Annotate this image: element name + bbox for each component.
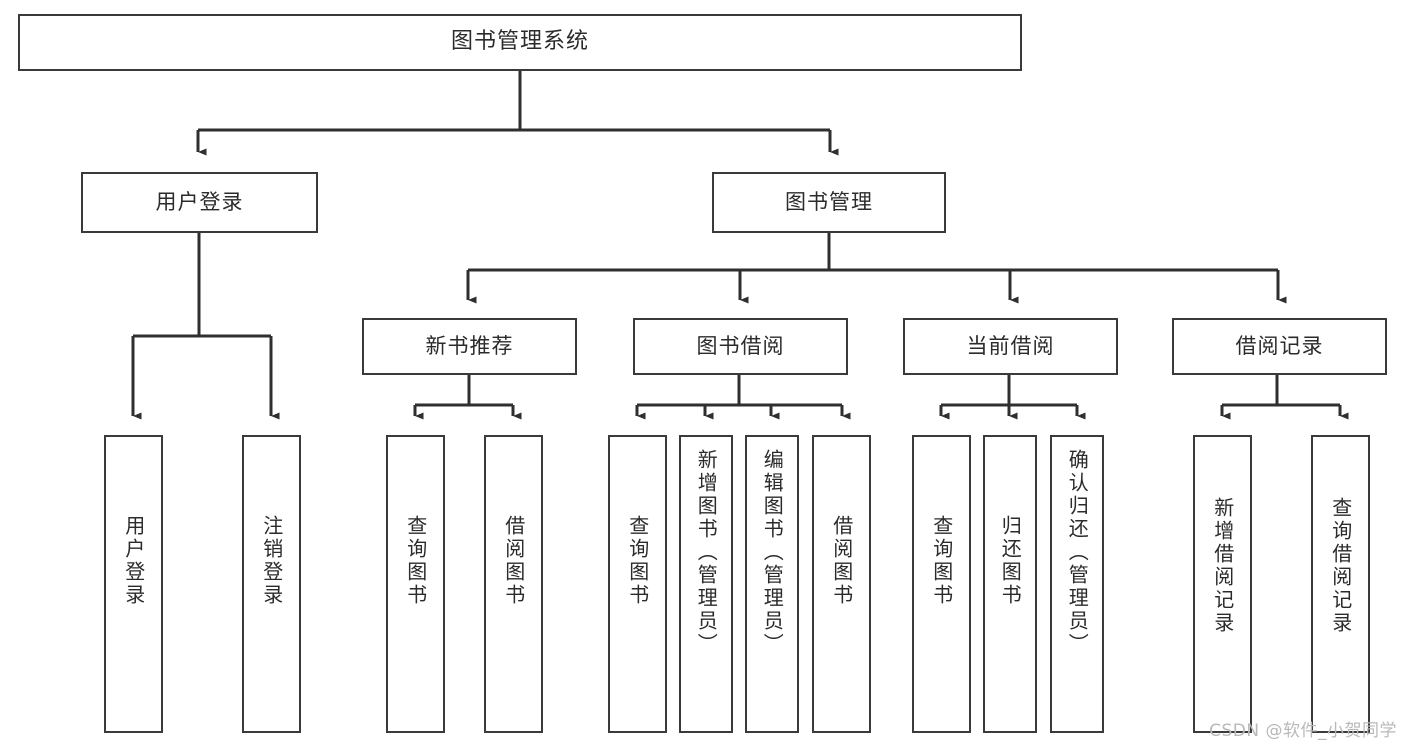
node-book-management[interactable]: 图书管理 [712,172,946,233]
node-label: 新书推荐 [425,333,514,358]
leaf-label: 借阅图书 [501,515,526,607]
node-book-borrowing[interactable]: 图书借阅 [633,318,848,375]
leaf-label: 编辑图书（管理员） [760,449,785,656]
node-label: 图书管理系统 [450,29,589,55]
node-label: 借阅记录 [1235,333,1324,358]
leaf-label: 新增图书（管理员） [694,449,719,656]
leaf-query-borrow-record[interactable]: 查询借阅记录 [1311,435,1370,733]
leaf-query-books-borrow[interactable]: 查询图书 [608,435,667,733]
leaf-label: 新增借阅记录 [1210,497,1235,635]
leaf-label: 查询借阅记录 [1328,497,1353,635]
node-label: 图书管理 [785,189,873,214]
leaf-query-books-recommend[interactable]: 查询图书 [386,435,445,733]
leaf-edit-book-admin[interactable]: 编辑图书（管理员） [745,435,799,733]
node-root-library-management-system[interactable]: 图书管理系统 [18,14,1022,71]
leaf-label: 查询图书 [929,515,954,607]
leaf-return-books[interactable]: 归还图书 [983,435,1037,733]
node-current-borrowing[interactable]: 当前借阅 [903,318,1118,375]
leaf-query-books-current[interactable]: 查询图书 [912,435,971,733]
leaf-label: 用户登录 [121,515,146,607]
leaf-logout[interactable]: 注销登录 [242,435,301,733]
node-new-book-recommendation[interactable]: 新书推荐 [362,318,577,375]
node-label: 当前借阅 [966,333,1055,358]
leaf-add-borrow-record[interactable]: 新增借阅记录 [1193,435,1252,733]
node-borrowing-records[interactable]: 借阅记录 [1172,318,1387,375]
leaf-label: 查询图书 [625,515,650,607]
leaf-label: 借阅图书 [829,515,854,607]
leaf-label: 查询图书 [403,515,428,607]
leaf-borrow-books[interactable]: 借阅图书 [812,435,871,733]
leaf-confirm-return-admin[interactable]: 确认归还（管理员） [1050,435,1104,733]
leaf-label: 注销登录 [259,515,284,607]
leaf-label: 归还图书 [998,515,1023,607]
leaf-add-book-admin[interactable]: 新增图书（管理员） [679,435,733,733]
node-user-login[interactable]: 用户登录 [81,172,318,233]
leaf-user-login[interactable]: 用户登录 [104,435,163,733]
leaf-borrow-books-recommend[interactable]: 借阅图书 [484,435,543,733]
leaf-label: 确认归还（管理员） [1065,449,1090,656]
node-label: 用户登录 [155,189,244,214]
node-label: 图书借阅 [696,333,785,358]
